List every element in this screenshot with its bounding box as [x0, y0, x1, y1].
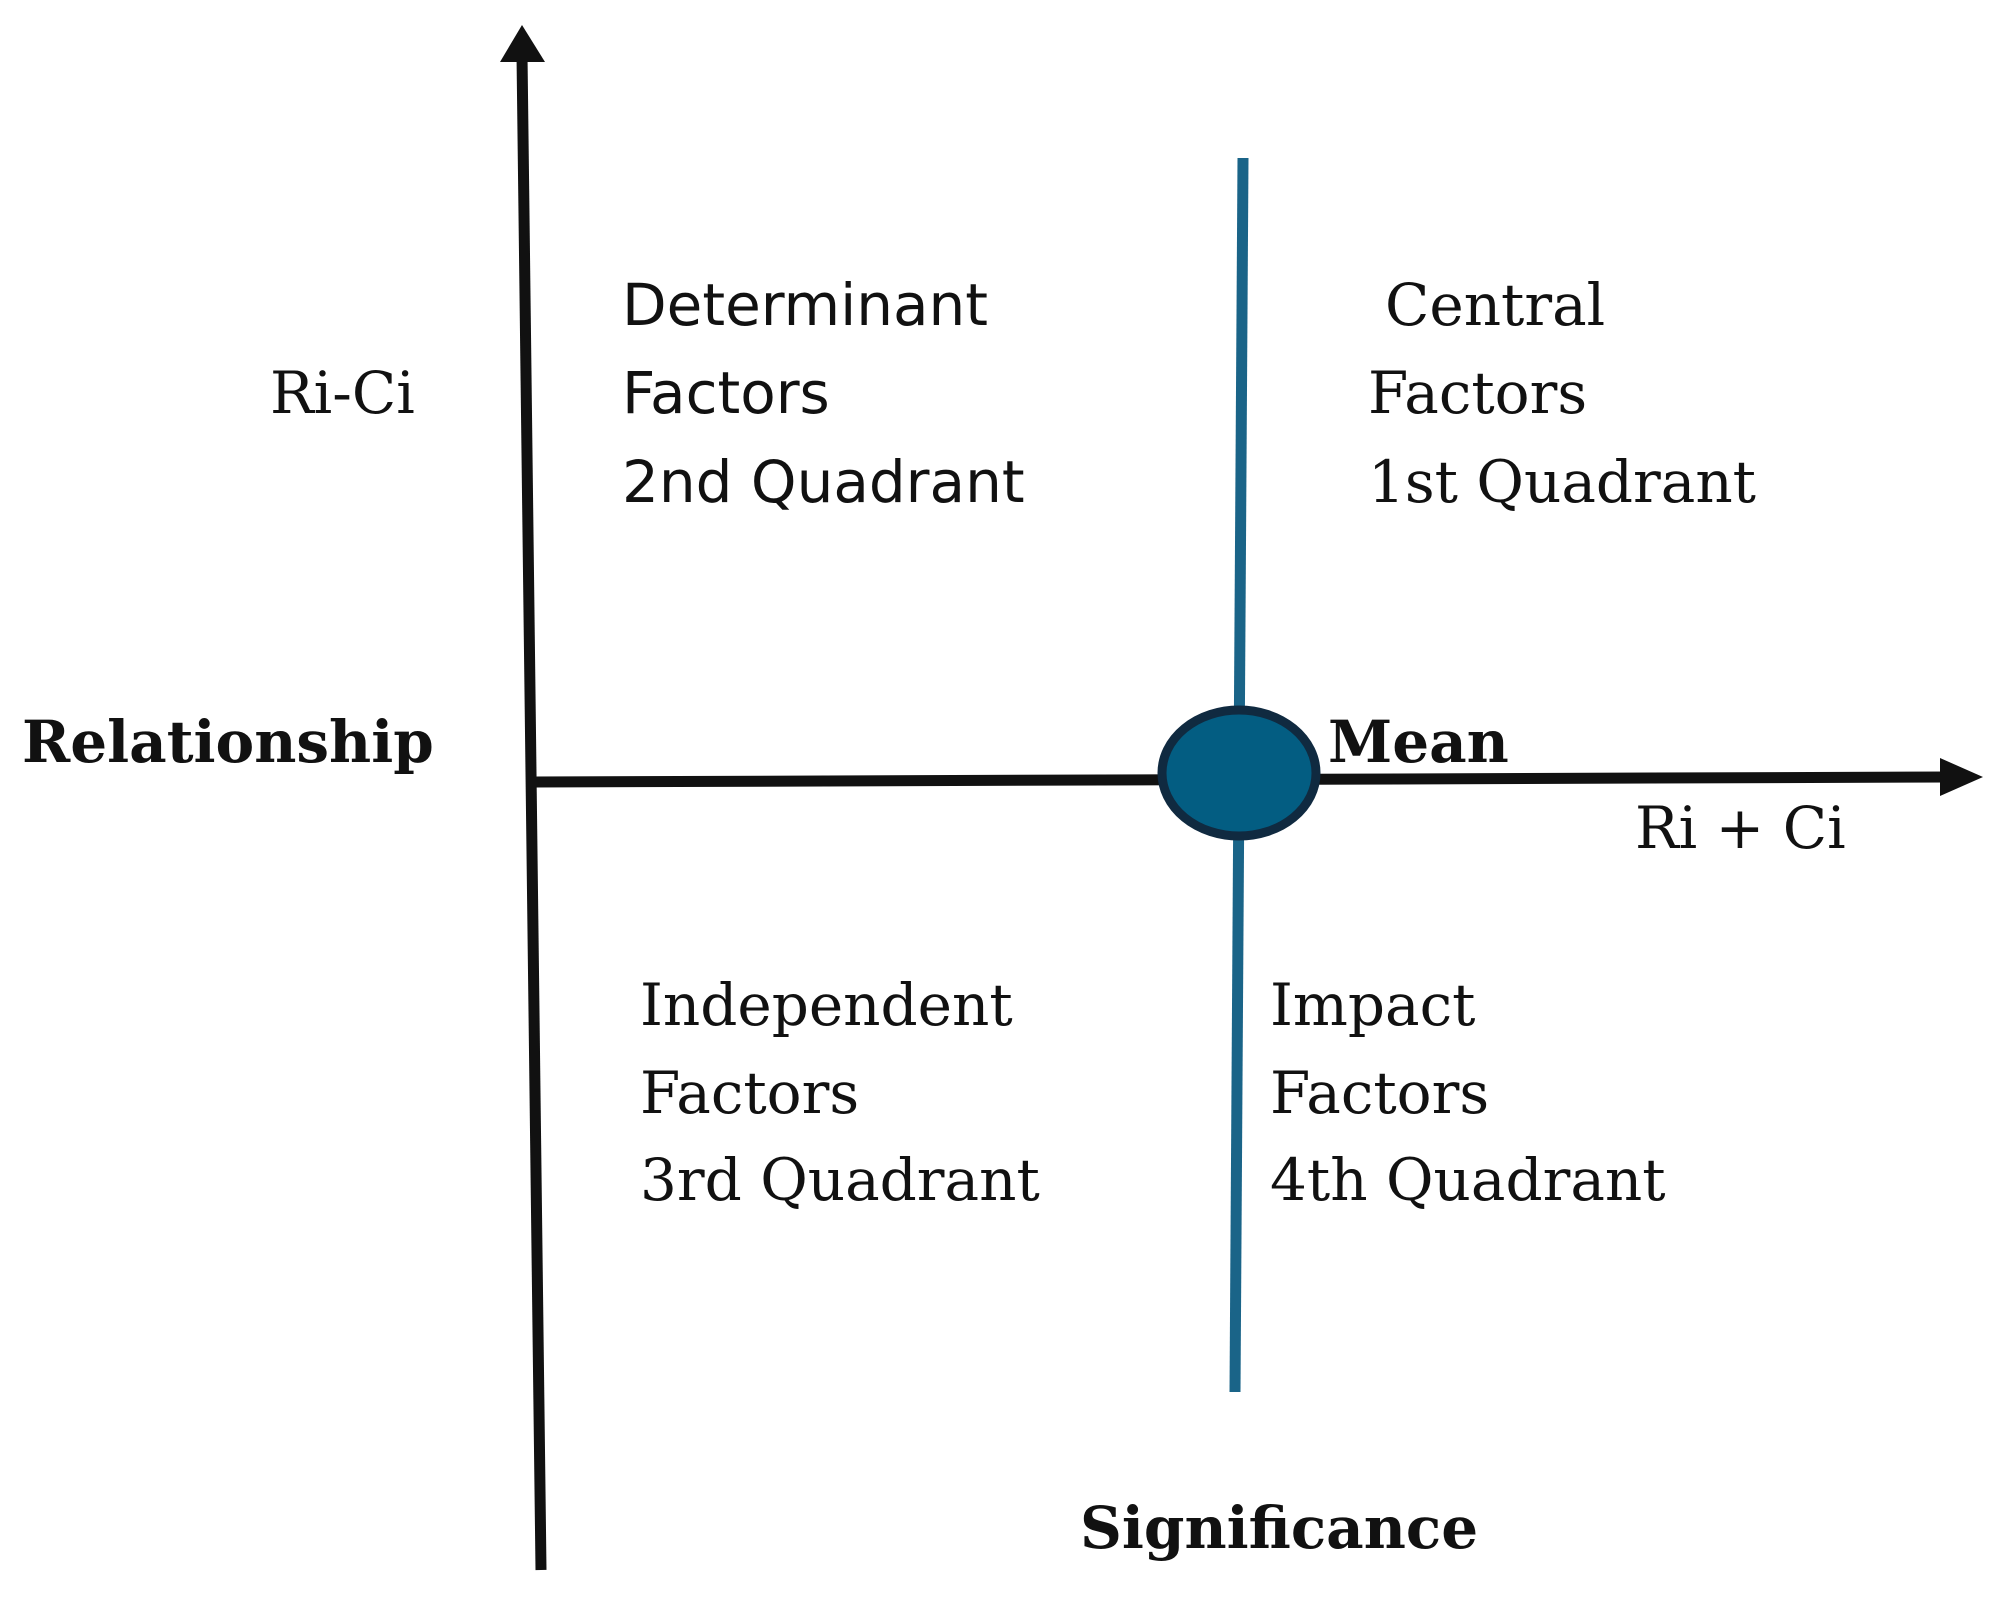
quadrant-2-line-2: Factors — [622, 359, 830, 427]
y-axis-title: Relationship — [22, 708, 434, 776]
quadrant-4-line-1: Impact — [1270, 971, 1475, 1039]
quadrant-4-label: Impact Factors 4th Quadrant — [1270, 971, 1666, 1214]
quadrant-1-line-3: 1st Quadrant — [1368, 448, 1756, 516]
quadrant-1-label: Central Factors 1st Quadrant — [1368, 271, 1756, 516]
quadrant-3-label: Independent Factors 3rd Quadrant — [640, 971, 1040, 1214]
quadrant-2-label: Determinant Factors 2nd Quadrant — [622, 271, 1025, 516]
mean-marker — [1157, 705, 1321, 841]
x-axis-label: Ri + Ci — [1635, 794, 1846, 862]
vertical-axis-arrowhead — [500, 25, 545, 62]
quadrant-1-line-1: Central — [1385, 271, 1605, 339]
quadrant-3-line-3: 3rd Quadrant — [640, 1146, 1040, 1214]
vertical-axis — [516, 54, 547, 1571]
quadrant-2-line-1: Determinant — [622, 271, 988, 339]
quadrant-2-line-3: 2nd Quadrant — [622, 448, 1025, 516]
y-axis-label: Ri-Ci — [270, 359, 415, 427]
horizontal-axis-arrowhead — [1940, 758, 1983, 796]
quadrant-3-line-1: Independent — [640, 971, 1013, 1039]
x-axis-title: Significance — [1080, 1494, 1478, 1562]
quadrant-4-line-3: 4th Quadrant — [1270, 1146, 1666, 1214]
mean-label: Mean — [1328, 708, 1509, 776]
quadrant-1-line-2: Factors — [1368, 359, 1587, 427]
quadrant-4-line-2: Factors — [1270, 1059, 1489, 1127]
quadrant-3-line-2: Factors — [640, 1059, 859, 1127]
